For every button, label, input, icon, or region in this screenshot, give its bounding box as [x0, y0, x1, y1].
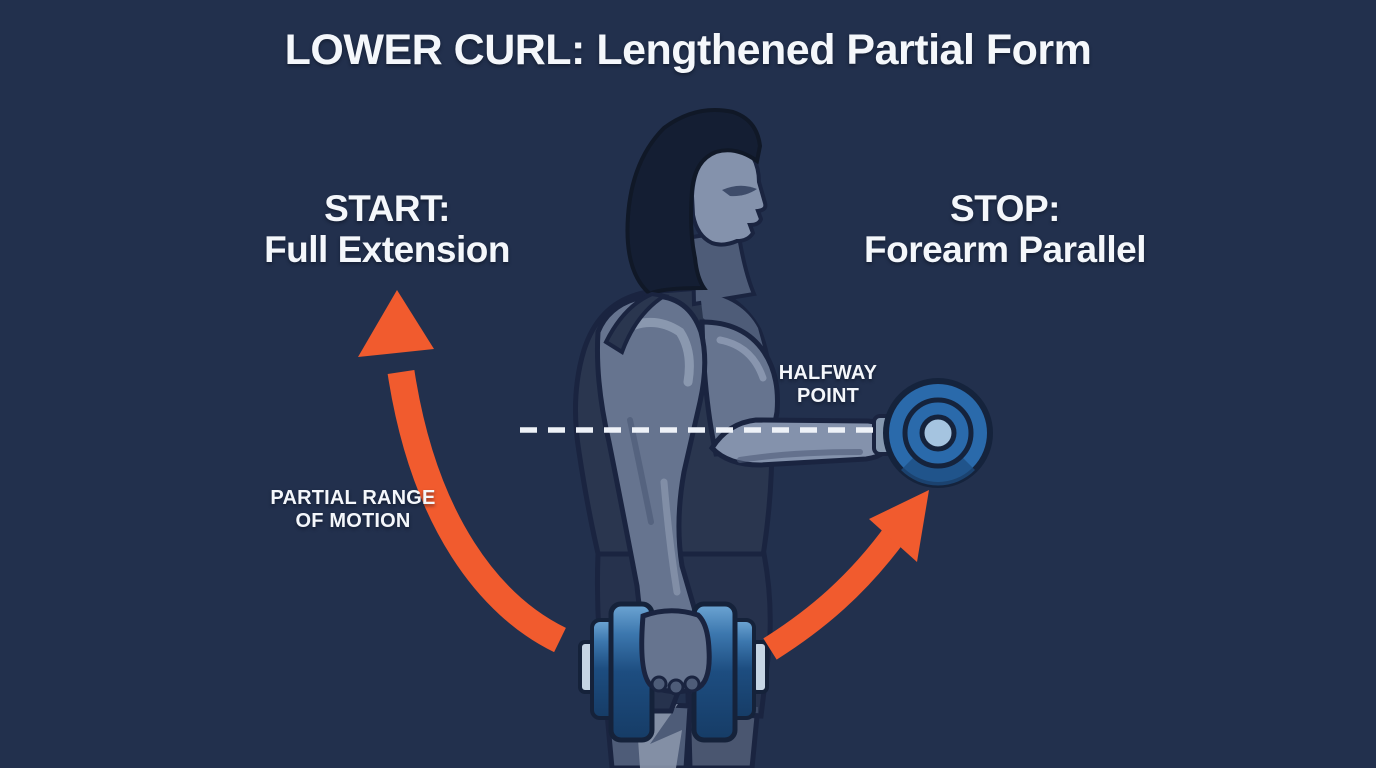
dumbbell-side-view — [872, 378, 993, 488]
stop-heading: STOP: — [950, 188, 1060, 229]
knuckle — [650, 675, 668, 693]
diagram-title: LOWER CURL: Lengthened Partial Form — [284, 26, 1092, 74]
hair — [625, 108, 763, 297]
fist — [639, 608, 712, 696]
halfway-line1: HALFWAY — [778, 362, 878, 384]
start-label: START: Full Extension — [228, 188, 546, 271]
brow-shadow — [722, 185, 757, 197]
halfway-point-label: HALFWAY POINT — [760, 362, 896, 408]
partial-range-line1: PARTIAL RANGE — [270, 487, 436, 509]
halfway-line2: POINT — [796, 385, 860, 408]
start-heading: START: — [324, 188, 450, 229]
forearm-highlight — [660, 478, 681, 596]
stop-label: STOP: Forearm Parallel — [842, 188, 1168, 271]
partial-range-line2: OF MOTION — [295, 510, 411, 533]
bicep-highlight — [716, 336, 767, 382]
partial-range-label: PARTIAL RANGE OF MOTION — [258, 487, 448, 533]
stop-subheading: Forearm Parallel — [864, 229, 1146, 271]
left-up-arrow-icon — [358, 290, 567, 653]
right-up-arrow-icon — [763, 490, 929, 660]
tank-strap — [603, 291, 670, 355]
knuckle — [683, 675, 701, 693]
start-subheading: Full Extension — [264, 229, 510, 271]
plate-hub — [919, 414, 957, 452]
knuckle — [667, 678, 685, 696]
forearm-shading — [737, 449, 863, 463]
